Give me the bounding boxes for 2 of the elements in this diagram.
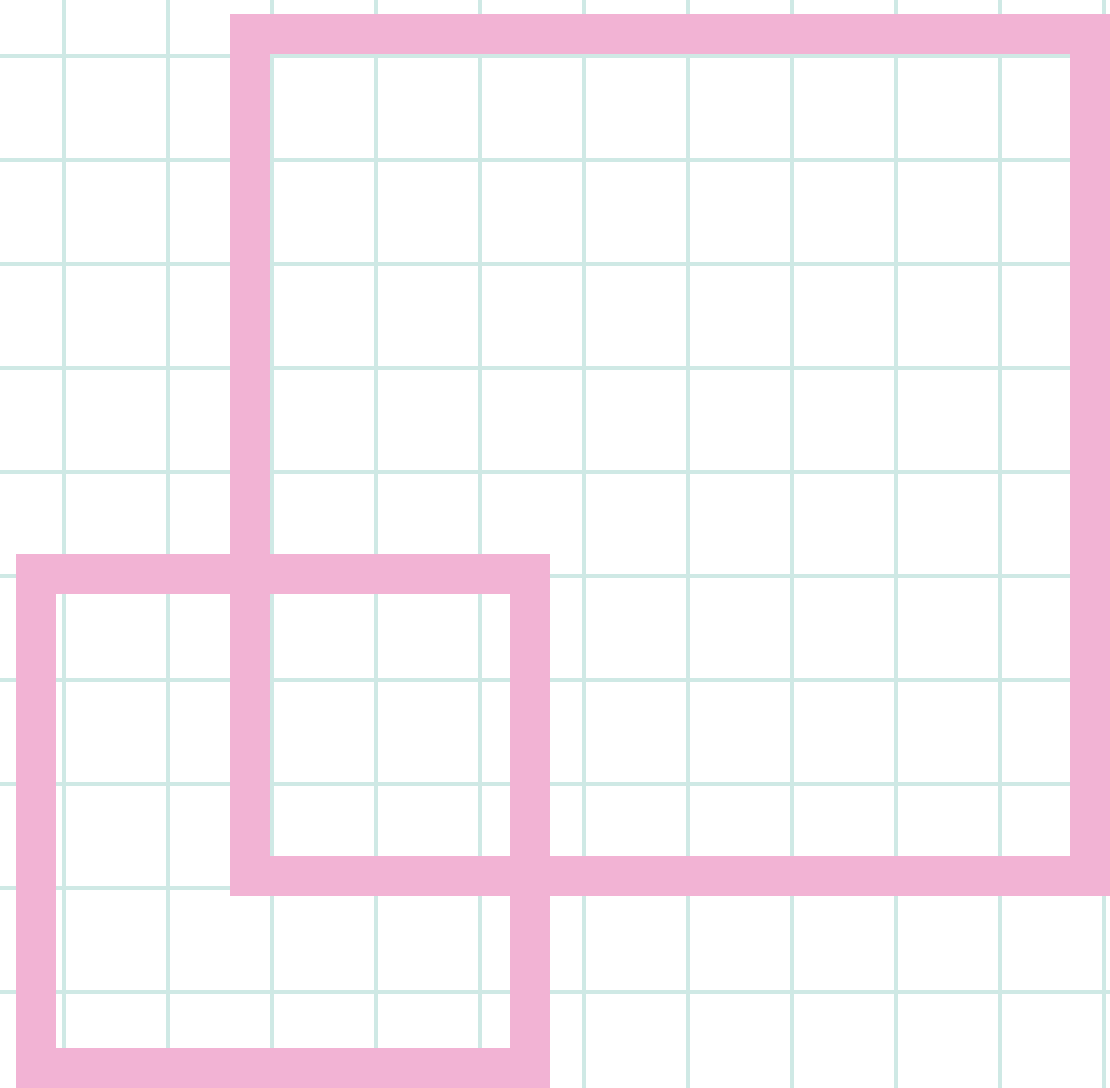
square-outline [230, 14, 1110, 896]
square-outline [16, 554, 550, 1088]
